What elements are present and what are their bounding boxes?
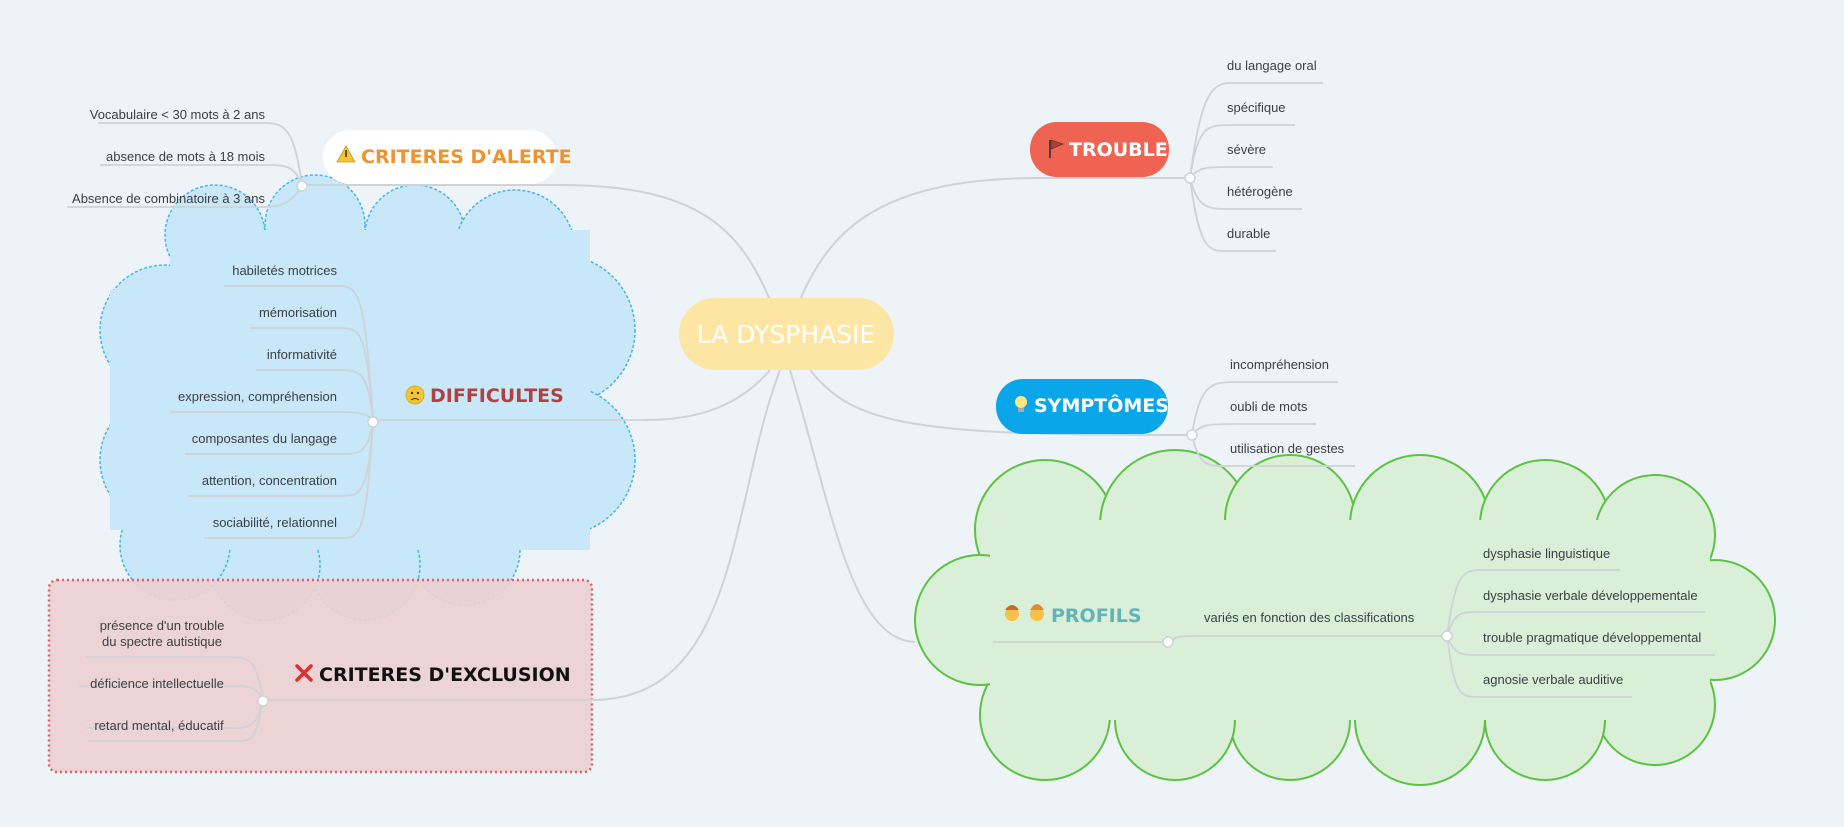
difficultes-cloud-boundary <box>99 174 636 621</box>
exclusion-item-line[interactable]: du spectre autistique <box>102 634 222 649</box>
difficulte-item[interactable]: expression, compréhension <box>178 389 337 404</box>
exclusion-label[interactable]: CRITERES D'EXCLUSION <box>319 664 571 686</box>
main-connectors <box>300 177 1192 701</box>
profil-item[interactable]: agnosie verbale auditive <box>1483 672 1623 687</box>
symptome-item[interactable]: utilisation de gestes <box>1230 441 1345 456</box>
alerte-item[interactable]: Vocabulaire < 30 mots à 2 ans <box>90 107 266 122</box>
branch-difficultes: DIFFICULTES habiletés motrices mémorisat… <box>170 263 645 539</box>
symptomes-topic[interactable] <box>996 379 1168 434</box>
trouble-item[interactable]: durable <box>1227 226 1270 241</box>
trouble-label: TROUBLE <box>1069 139 1168 161</box>
branch-profils: PROFILS variés en fonction des classific… <box>993 546 1715 698</box>
profil-item[interactable]: dysphasie linguistique <box>1483 546 1610 561</box>
central-title: LA DYSPHASIE <box>697 320 876 349</box>
flag-icon <box>1049 139 1064 158</box>
exclusion-item[interactable]: déficience intellectuelle <box>90 676 224 691</box>
difficulte-item[interactable]: informativité <box>267 347 337 362</box>
symptome-item[interactable]: oubli de mots <box>1230 399 1308 414</box>
alerte-item[interactable]: absence de mots à 18 mois <box>106 149 265 164</box>
cross-mark-icon <box>295 664 313 682</box>
trouble-topic[interactable] <box>1030 122 1169 177</box>
trouble-item[interactable]: du langage oral <box>1227 58 1317 73</box>
alerte-topic[interactable] <box>323 130 557 184</box>
profils-subtopic[interactable]: variés en fonction des classifications <box>1204 610 1415 625</box>
lightbulb-icon <box>1015 396 1027 412</box>
trouble-item[interactable]: sévère <box>1227 142 1266 157</box>
confused-face-icon <box>405 385 425 405</box>
symptome-item[interactable]: incompréhension <box>1230 357 1329 372</box>
exclusion-item-line[interactable]: présence d'un trouble <box>100 618 225 633</box>
branch-alerte: CRITERES D'ALERTE Vocabulaire < 30 mots … <box>67 107 572 208</box>
difficulte-item[interactable]: attention, concentration <box>202 473 337 488</box>
branch-symptomes: SYMPTÔMES incompréhension oubli de mots … <box>996 357 1355 468</box>
profil-item[interactable]: trouble pragmatique développemental <box>1483 630 1701 645</box>
difficulte-item[interactable]: habiletés motrices <box>232 263 337 278</box>
trouble-item[interactable]: hétérogène <box>1227 184 1293 199</box>
branch-trouble: TROUBLE du langage oral spécifique sévèr… <box>1030 58 1323 252</box>
exclusion-box-boundary <box>47 578 594 774</box>
difficulte-item[interactable]: sociabilité, relationnel <box>213 515 337 530</box>
difficulte-item[interactable]: mémorisation <box>259 305 337 320</box>
profils-cloud-boundary <box>914 449 1776 786</box>
trouble-item[interactable]: spécifique <box>1227 100 1286 115</box>
difficultes-label[interactable]: DIFFICULTES <box>430 385 564 407</box>
branch-exclusion: CRITERES D'EXCLUSION présence d'un troub… <box>79 618 592 742</box>
warning-icon <box>336 145 356 163</box>
profils-label[interactable]: PROFILS <box>1051 605 1142 627</box>
alerte-item[interactable]: Absence de combinatoire à 3 ans <box>72 191 265 206</box>
symptomes-label: SYMPTÔMES <box>1034 393 1169 417</box>
central-topic[interactable]: LA DYSPHASIE <box>679 298 894 370</box>
alerte-label: CRITERES D'ALERTE <box>361 146 572 168</box>
profil-item[interactable]: dysphasie verbale développementale <box>1483 588 1698 603</box>
exclusion-item[interactable]: retard mental, éducatif <box>94 718 224 733</box>
difficulte-item[interactable]: composantes du langage <box>192 431 337 446</box>
children-icon <box>1005 604 1044 621</box>
